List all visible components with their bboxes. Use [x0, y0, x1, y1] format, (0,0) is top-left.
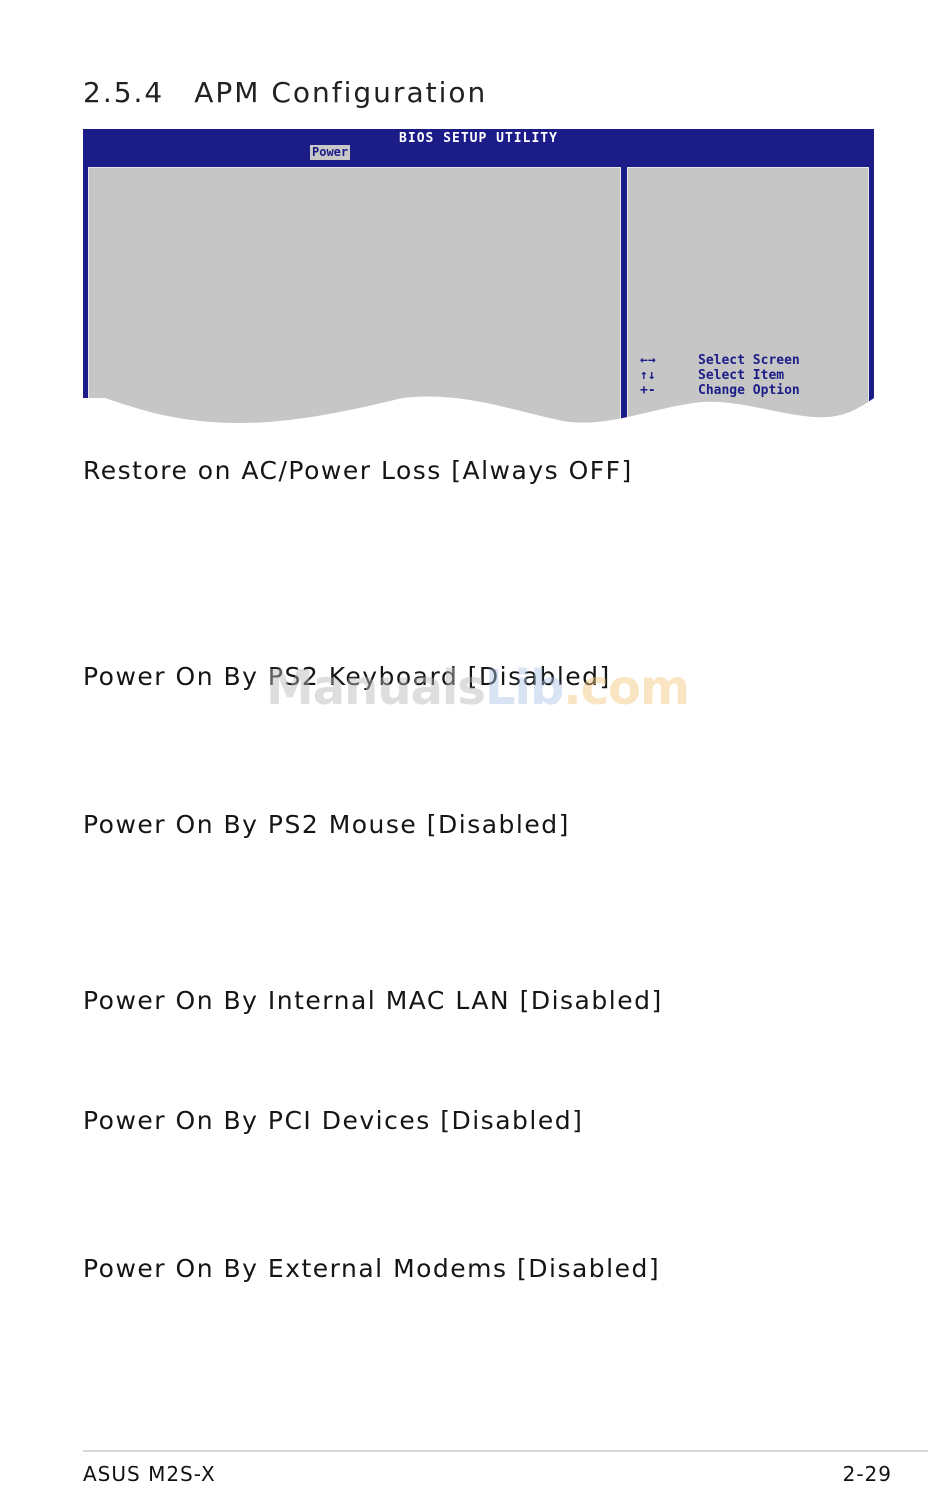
help-label: Change Option — [698, 383, 800, 398]
help-select-item: ↑↓ Select Item — [640, 368, 784, 383]
section-title: APM Configuration — [194, 76, 488, 109]
item-power-on-mac-lan: Power On By Internal MAC LAN [Disabled] — [83, 986, 663, 1015]
plus-minus-icon: +- — [640, 383, 656, 398]
bios-settings-panel — [88, 167, 621, 424]
watermark: ManualsLib.com — [266, 660, 690, 716]
item-power-on-ps2-mouse: Power On By PS2 Mouse [Disabled] — [83, 810, 570, 839]
watermark-part-1: Manuals — [266, 660, 486, 716]
watermark-part-3: .com — [563, 660, 690, 716]
watermark-part-2: Lib — [484, 660, 564, 716]
item-restore-ac-power-loss: Restore on AC/Power Loss [Always OFF] — [83, 456, 633, 485]
section-number: 2.5.4 — [83, 76, 165, 109]
item-power-on-ps2-keyboard: Power On By PS2 Keyboard [Disabled] — [83, 662, 611, 691]
help-select-screen: ←→ Select Screen — [640, 353, 800, 368]
section-heading: 2.5.4 APM Configuration — [83, 76, 487, 109]
bios-body: ←→ Select Screen ↑↓ Select Item +- Change O… — [83, 161, 874, 424]
item-power-on-external-modems: Power On By External Modems [Disabled] — [83, 1254, 661, 1283]
footer-product-name: ASUS M2S-X — [83, 1462, 216, 1486]
bios-tab-power[interactable]: Power — [310, 145, 351, 160]
left-right-arrow-icon: ←→ — [640, 353, 656, 368]
help-label: Select Item — [698, 368, 785, 383]
item-power-on-pci-devices: Power On By PCI Devices [Disabled] — [83, 1106, 584, 1135]
footer-divider — [83, 1450, 928, 1452]
help-change-option: +- Change Option — [640, 383, 800, 398]
up-down-arrow-icon: ↑↓ — [640, 368, 656, 383]
bios-help-panel: ←→ Select Screen ↑↓ Select Item +- Change O… — [627, 167, 869, 424]
footer-page-number: 2-29 — [842, 1462, 892, 1486]
torn-edge — [83, 396, 874, 424]
bios-title: BIOS SETUP UTILITY — [399, 131, 558, 146]
help-label: Select Screen — [698, 353, 800, 368]
bios-title-bar: BIOS SETUP UTILITY Power — [83, 129, 874, 161]
bios-screenshot: BIOS SETUP UTILITY Power ←→ Select Screen… — [83, 129, 874, 424]
